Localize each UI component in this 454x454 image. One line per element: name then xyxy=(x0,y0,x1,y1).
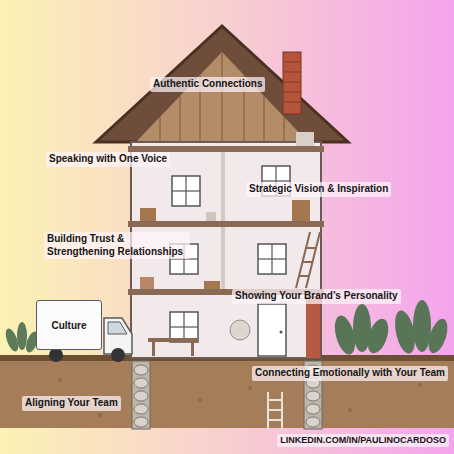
floor-label: Building Trust & Strengthening Relations… xyxy=(44,232,190,259)
attic-planks xyxy=(160,52,284,142)
brick-column xyxy=(306,296,320,358)
interior-wall xyxy=(221,150,225,290)
watermark: LINKEDIN.COM/IN/PAULINOCARDOSO xyxy=(277,434,449,447)
chimney xyxy=(283,52,301,114)
basement-ladder xyxy=(268,392,282,430)
plants-right xyxy=(331,300,451,357)
node-text: Culture xyxy=(52,320,87,331)
floor-label: Strategic Vision & Inspiration xyxy=(246,182,391,197)
ladder xyxy=(296,232,320,288)
roof-label: Authentic Connections xyxy=(150,77,265,92)
foundation-label: Aligning Your Team xyxy=(22,396,121,411)
truck-wheel xyxy=(111,348,125,362)
roof xyxy=(96,26,348,142)
floor-label: Showing Your Brand’s Personality xyxy=(232,289,401,304)
chimney-bricks xyxy=(283,62,301,102)
floor-slabs xyxy=(128,146,324,295)
truck-wheel xyxy=(49,348,63,362)
floor-label: Speaking with One Voice xyxy=(46,152,170,167)
door-knob xyxy=(280,331,283,334)
attic xyxy=(136,52,308,142)
truck-cargo-box: Culture xyxy=(36,300,102,350)
door xyxy=(258,304,286,356)
soil xyxy=(0,358,454,428)
foundation-label: Connecting Emotionally with Your Team xyxy=(252,366,448,381)
truck-window xyxy=(108,322,127,334)
plants-left xyxy=(3,322,40,354)
